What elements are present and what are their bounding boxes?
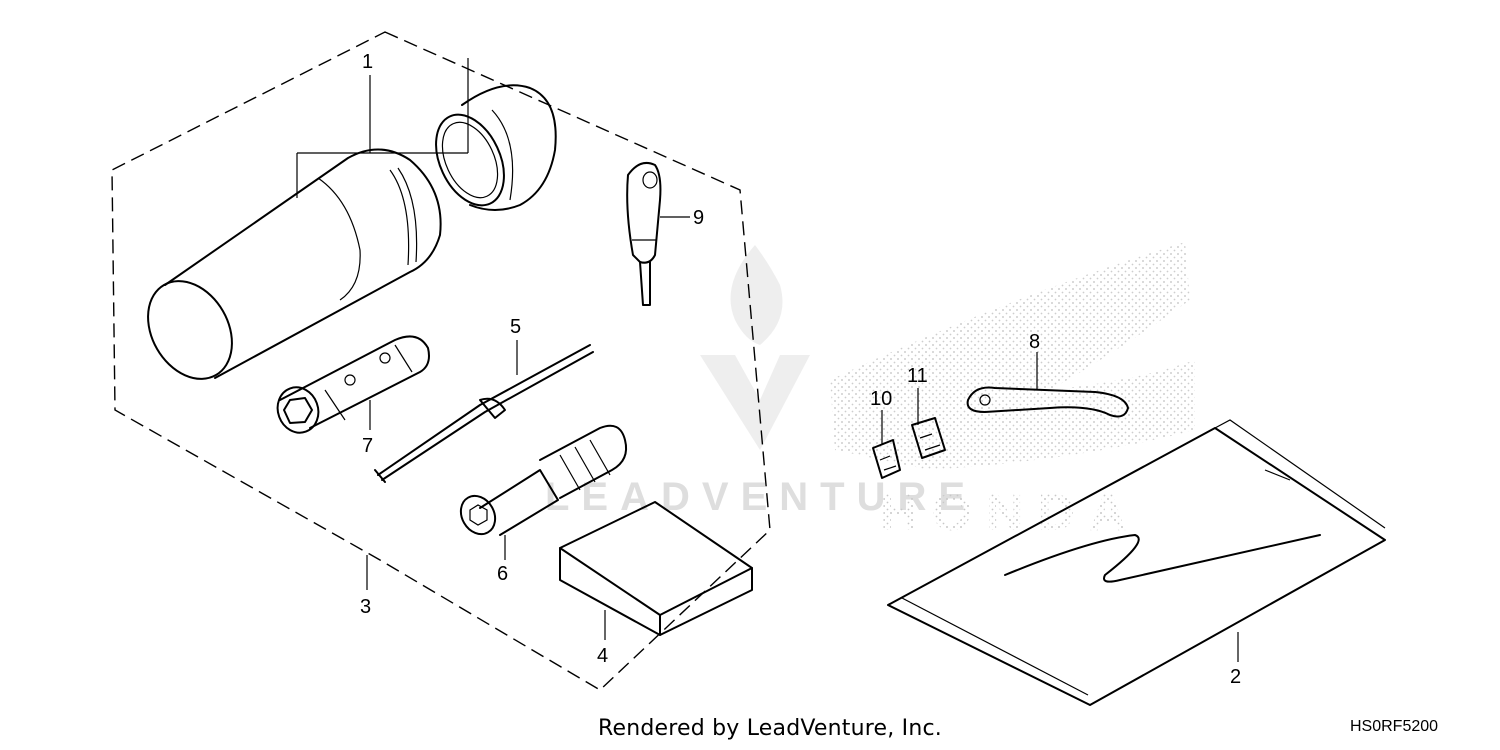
- fuse-part-10[interactable]: [872, 439, 901, 479]
- callout-7: 7: [362, 435, 373, 457]
- tool-case-part-1[interactable]: [131, 84, 557, 394]
- honda-wing-watermark: [830, 242, 1195, 470]
- callout-3: 3: [360, 596, 371, 618]
- callout-8: 8: [1029, 331, 1040, 353]
- screwdriver-grip-part-9[interactable]: [626, 162, 662, 306]
- callout-5: 5: [510, 316, 521, 338]
- callout-10: 10: [870, 388, 892, 410]
- screwdriver-bit-part-5[interactable]: [374, 344, 594, 483]
- callout-9: 9: [693, 207, 704, 229]
- hook-part-8[interactable]: [966, 386, 1129, 418]
- callout-11: 11: [907, 365, 928, 387]
- document-bag-part-2[interactable]: [887, 419, 1386, 706]
- box-wrench-part-7[interactable]: [271, 335, 430, 438]
- socket-handle-part-6[interactable]: [454, 424, 628, 541]
- foam-pad-part-4[interactable]: [559, 501, 753, 636]
- leader-line-1: [296, 58, 469, 198]
- callout-2: 2: [1230, 666, 1241, 688]
- diagram-code: HS0RF5200: [1350, 718, 1439, 735]
- callout-6: 6: [497, 563, 508, 585]
- honda-text-watermark: HONDA: [880, 484, 1141, 542]
- rendered-by-credit: Rendered by LeadVenture, Inc.: [598, 716, 942, 741]
- leadventure-text-watermark: LEADVENTURE: [545, 475, 977, 519]
- tool-kit-group-boundary: [111, 31, 771, 691]
- callout-1: 1: [362, 51, 373, 73]
- callout-4: 4: [597, 645, 608, 667]
- fuse-part-11[interactable]: [911, 417, 946, 459]
- leadventure-logo-watermark: [700, 245, 810, 450]
